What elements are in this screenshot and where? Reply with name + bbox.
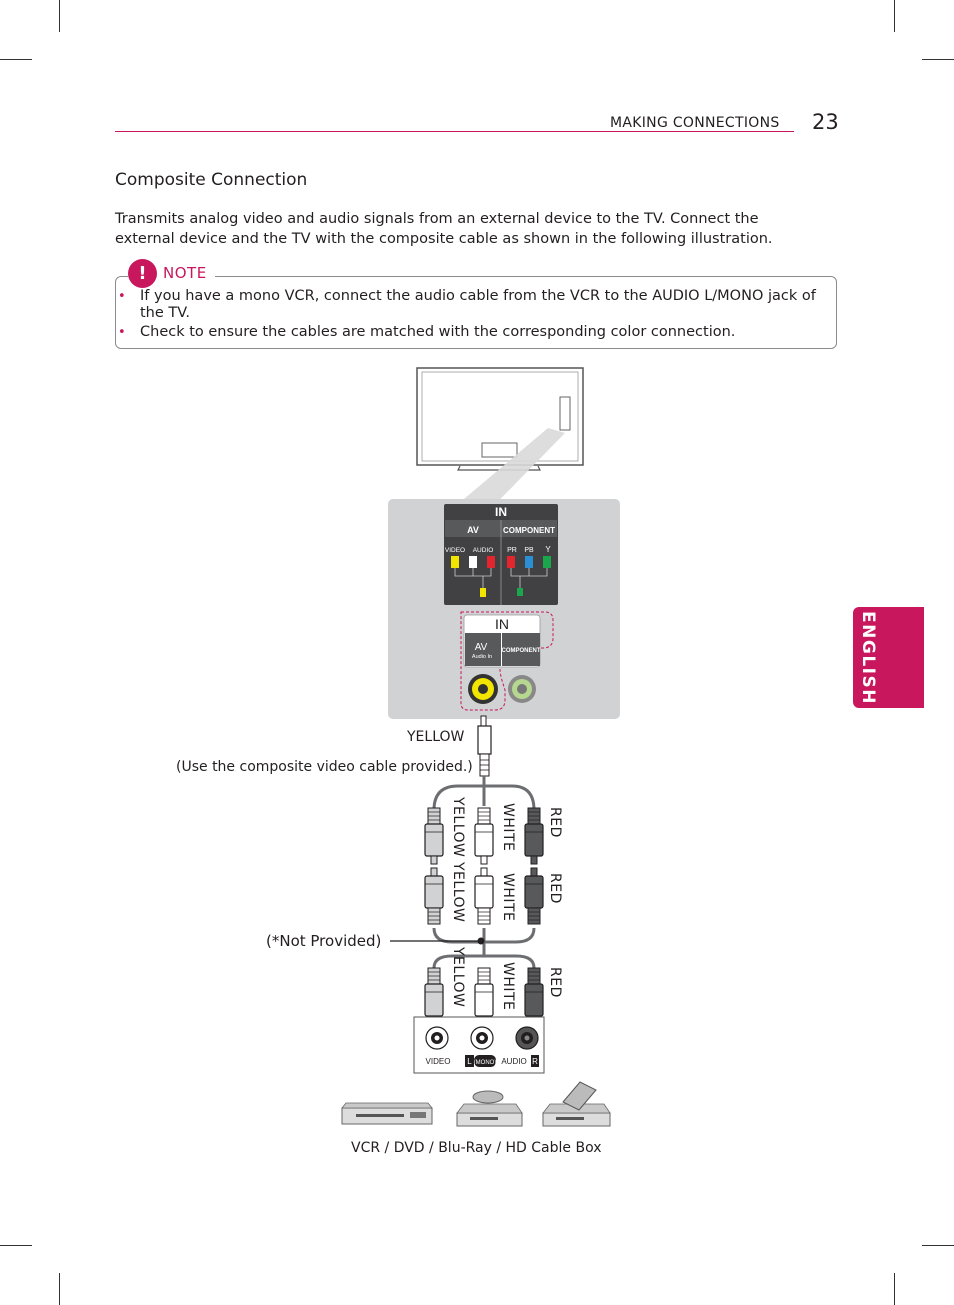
provided-cable-note: (Use the composite video cable provided.… [176, 759, 473, 775]
running-head: MAKING CONNECTIONS [610, 115, 780, 131]
device-audio-label: AUDIO [501, 1057, 526, 1066]
cable-color-label: WHITE [500, 803, 516, 852]
callout-dot [477, 937, 485, 945]
devices-caption: VCR / DVD / Blu-Ray / HD Cable Box [351, 1140, 602, 1156]
crop-mark [0, 1245, 32, 1246]
header-rule [115, 131, 794, 132]
crop-mark [59, 1273, 60, 1305]
cable-color-label: RED [547, 873, 563, 904]
rca-plug [524, 967, 544, 1025]
panel-a-audio-label: AUDIO [473, 547, 494, 554]
exclamation-icon: ! [128, 258, 157, 288]
note-item-text: Check to ensure the cables are matched w… [140, 324, 736, 340]
panel-a-video-label: VIDEO [445, 547, 465, 554]
jack-panel-a: IN AV COMPONENT VIDEO AUDIO PR PB Y [444, 504, 558, 605]
rca-plug [474, 807, 494, 865]
cable-color-label: YELLOW [450, 797, 466, 858]
device-video-label: VIDEO [426, 1057, 451, 1066]
cable-color-label: WHITE [500, 873, 516, 922]
dvd-player-illustration [456, 1090, 523, 1127]
rca-plug [524, 807, 544, 865]
panel-b-av-label: AV [475, 642, 488, 653]
panel-a-pr-label: PR [507, 547, 517, 554]
rca-plug [474, 967, 494, 1025]
yellow-cable-label: YELLOW [407, 729, 465, 745]
rca-plug [424, 967, 444, 1025]
panel-a-component-label: COMPONENT [503, 526, 555, 535]
bullet-icon: • [118, 325, 126, 340]
device-jack-panel: VIDEO L (MONO) AUDIO R [413, 1016, 545, 1074]
rca-plug [474, 867, 494, 925]
not-provided-note: (*Not Provided) [266, 932, 382, 950]
crop-mark [894, 0, 895, 32]
panel-a-av-label: AV [467, 525, 479, 535]
page-number: 23 [812, 110, 839, 134]
device-mono-label: (MONO) [474, 1060, 497, 1066]
panel-b-in-label: IN [495, 616, 509, 632]
section-title: Composite Connection [115, 170, 308, 190]
note-box [115, 276, 837, 349]
blu-ray-player-illustration [542, 1081, 611, 1127]
white-jack [469, 556, 477, 568]
language-tab [853, 607, 924, 708]
panel-a-pb-label: PB [524, 547, 534, 554]
vcr-illustration [341, 1102, 433, 1125]
cable-middle-split [432, 927, 536, 969]
pb-jack [525, 556, 533, 568]
panel-b-component-label: COMPONENT [502, 648, 541, 654]
device-r-label: R [532, 1057, 538, 1066]
intro-paragraph: Transmits analog video and audio signals… [115, 211, 773, 247]
cable-color-label: YELLOW [450, 947, 466, 1008]
jack-panel-b: IN AV Audio In COMPONENT [463, 614, 541, 704]
crop-mark [0, 59, 32, 60]
note-item-text: If you have a mono VCR, connect the audi… [140, 288, 816, 321]
bullet-icon: • [118, 289, 126, 304]
panel-a-in-label: IN [495, 505, 507, 519]
note-header: ! NOTE [128, 258, 215, 288]
pr-jack [507, 556, 515, 568]
red-jack [487, 556, 495, 568]
rca-plug [424, 807, 444, 865]
tv-illustration [416, 367, 584, 471]
note-label: NOTE [163, 264, 207, 282]
cable-color-label: RED [547, 967, 563, 998]
cable-color-label: RED [547, 807, 563, 838]
rca-plug [424, 867, 444, 925]
device-l-label: L [467, 1057, 472, 1066]
cable-top-split [432, 776, 536, 811]
yellow-plug-top [477, 715, 492, 777]
cable-color-label: WHITE [500, 962, 516, 1011]
highlight-outline [460, 611, 554, 711]
y-jack [543, 556, 551, 568]
crop-mark [922, 1245, 954, 1246]
crop-mark [59, 0, 60, 32]
rca-plugs [424, 807, 544, 1025]
note-item: • If you have a mono VCR, connect the au… [118, 288, 830, 322]
cable-color-label: YELLOW [450, 862, 466, 923]
note-item: • Check to ensure the cables are matched… [118, 324, 830, 341]
crop-mark [922, 59, 954, 60]
panel-a-y-label: Y [545, 545, 551, 554]
panel-b-audio-in-label: Audio In [472, 654, 492, 660]
crop-mark [894, 1273, 895, 1305]
yellow-jack [451, 556, 459, 568]
rca-plug [524, 867, 544, 925]
